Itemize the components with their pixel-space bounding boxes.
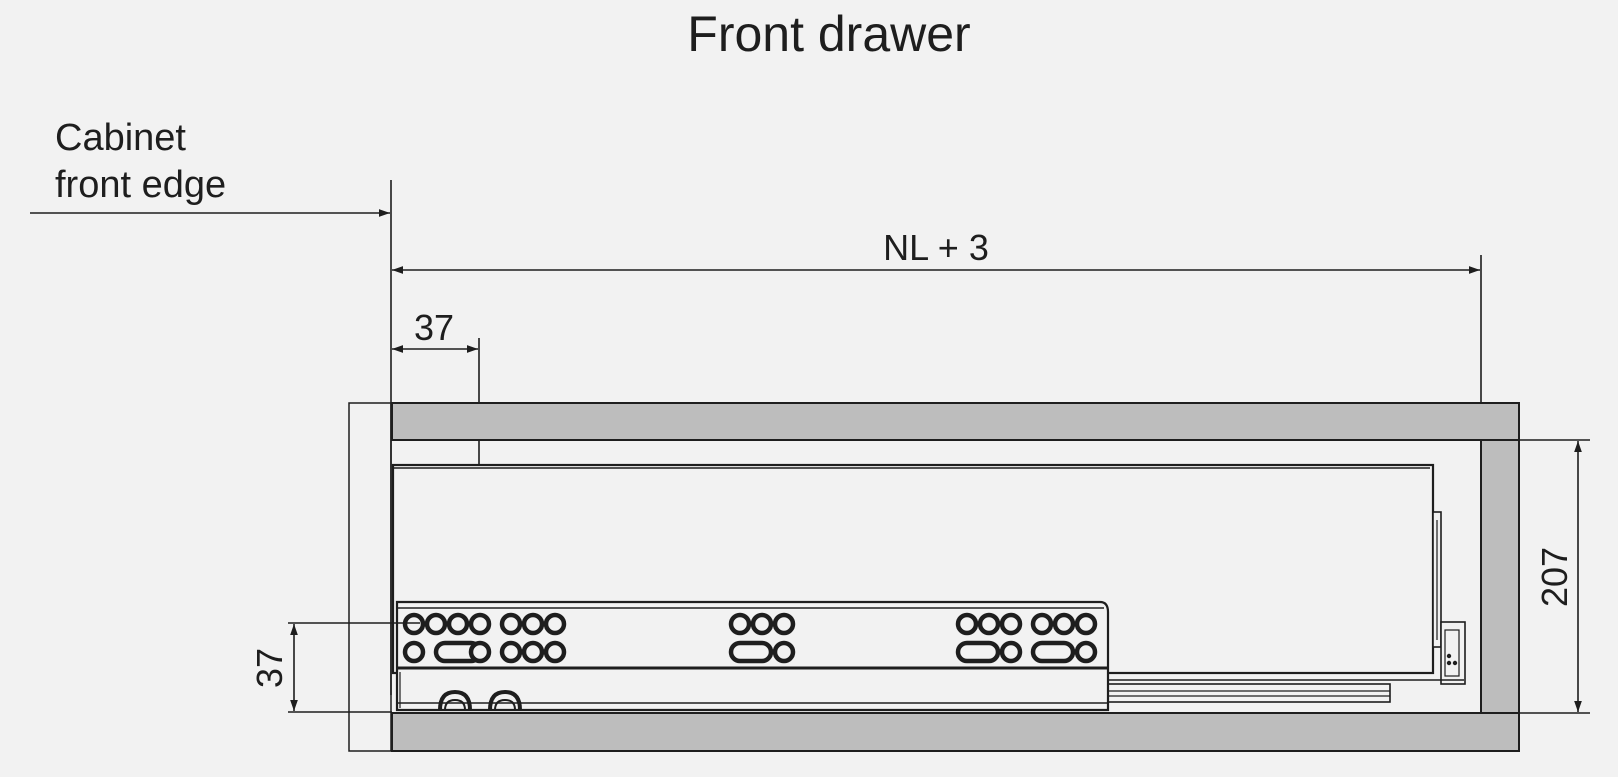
mounting-hole [728,612,752,636]
side-height-label: 207 [1534,547,1575,607]
mounting-hole [999,612,1023,636]
runner-roller [438,689,472,711]
mounting-hole [499,612,523,636]
mounting-hole [446,612,470,636]
cabinet-bottom-panel [391,712,1520,752]
front-offset-label: 37 [414,307,454,348]
mounting-hole [1052,612,1076,636]
mounting-hole [499,640,523,664]
slotted-hole [1030,640,1076,664]
diagram-title: Front drawer [687,6,970,62]
mounting-hole [1030,612,1054,636]
runner-rail-extension [1107,683,1391,703]
mounting-hole [424,612,448,636]
mounting-hole [543,640,567,664]
mounting-hole [772,640,796,664]
cabinet-label-line2: front edge [55,164,226,206]
cabinet-back-panel [1480,439,1520,714]
rear-clip-dot [1446,653,1452,659]
mounting-hole [1074,640,1098,664]
mounting-hole [521,640,545,664]
mounting-hole [999,640,1023,664]
mounting-hole [402,612,426,636]
mounting-hole [521,612,545,636]
rear-clip-inner [1444,629,1460,677]
rear-clip-dot [1452,660,1458,666]
mounting-hole [977,612,1001,636]
rear-clip-dot [1446,660,1452,666]
mounting-hole [772,612,796,636]
runner-roller-inner [494,698,516,711]
mounting-hole [402,640,426,664]
mounting-hole [468,640,492,664]
overall-length-label: NL + 3 [883,227,989,268]
mounting-holes [402,612,1098,664]
mounting-hole [955,612,979,636]
bottom-offset-label: 37 [249,648,290,688]
cabinet-top-panel [391,402,1520,441]
runner-roller [488,689,522,711]
mounting-hole [468,612,492,636]
runner-roller-inner [444,698,466,711]
slotted-hole [955,640,1001,664]
mounting-hole [543,612,567,636]
mounting-hole [1074,612,1098,636]
cabinet-label-line1: Cabinet [55,117,186,159]
slotted-hole [728,640,774,664]
drawer-front-outline [348,402,392,752]
mounting-hole [750,612,774,636]
